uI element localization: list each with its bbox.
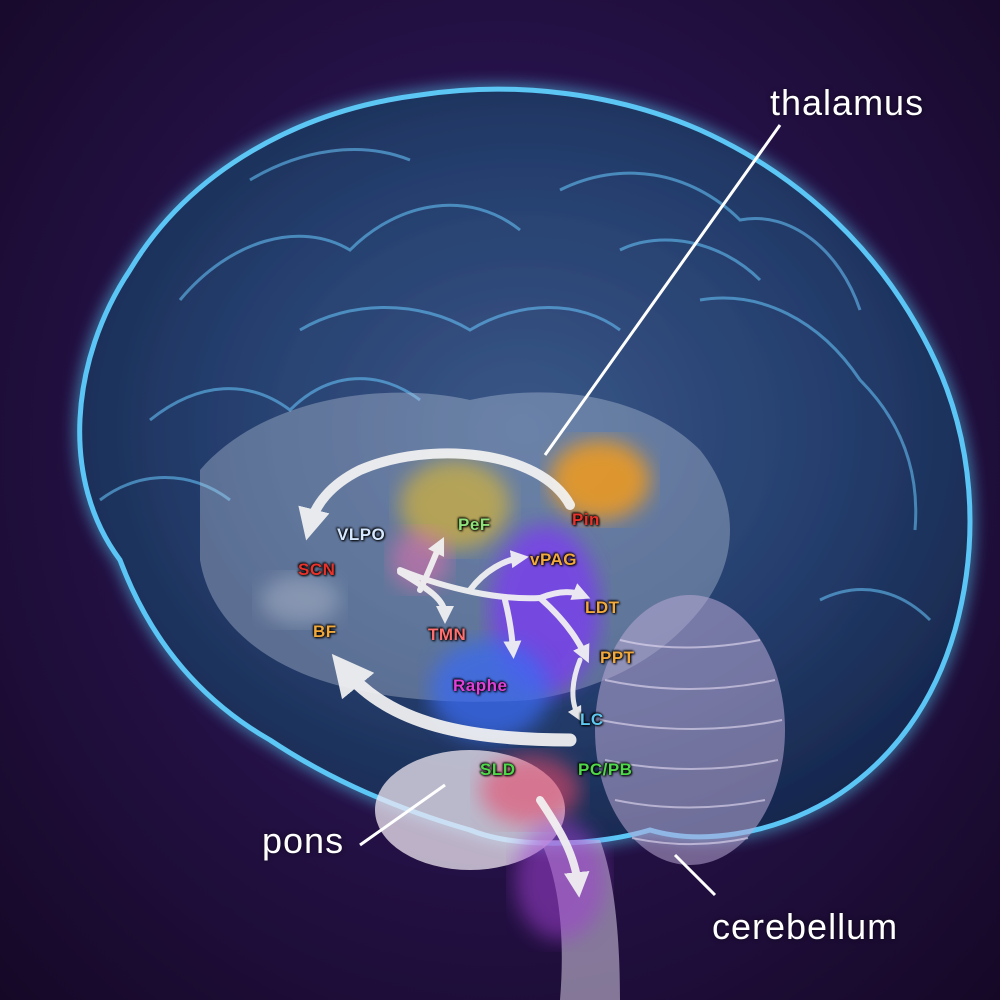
nucleus-ppt: PPT (600, 648, 635, 667)
arrow-pons-to-bf (331, 653, 577, 747)
arrow-to-lc (567, 657, 583, 722)
pons-leader (359, 783, 446, 847)
gyri-lines (99, 148, 932, 622)
leader-lines (359, 124, 782, 897)
nucleus-pef: PeF (458, 515, 491, 534)
arrow-to-ppt (537, 595, 590, 664)
arrow-branch-main (397, 567, 543, 602)
label-thalamus: thalamus (770, 82, 925, 123)
nucleus-pcpb: PC/PB (578, 760, 633, 779)
nucleus-vlpo: VLPO (337, 525, 386, 544)
nucleus-pin: Pin (572, 510, 600, 529)
arrow-to-ldt (537, 583, 591, 601)
label-cerebellum: cerebellum (712, 906, 899, 947)
cerebellum-leader (673, 853, 717, 897)
nucleus-tmn: TMN (428, 625, 467, 644)
nucleus-ldt: LDT (585, 598, 620, 617)
nucleus-sld: SLD (480, 760, 516, 779)
arrow-sld-down (536, 796, 590, 898)
pathway-arrows (298, 448, 591, 898)
arrow-to-raphe (502, 597, 522, 659)
label-pons: pons (262, 820, 345, 861)
arrow-to-tmn (397, 569, 454, 624)
arrow-pin-to-scn (298, 448, 575, 541)
nucleus-raphe: Raphe (453, 676, 508, 695)
arrow-to-vpag (467, 550, 529, 593)
nucleus-vpag: vPAG (530, 550, 578, 569)
nucleus-lc: LC (580, 710, 604, 729)
nucleus-scn: SCN (298, 560, 336, 579)
cerebellum-shape (595, 595, 785, 865)
nucleus-bf: BF (313, 622, 337, 641)
thalamus-leader (543, 124, 782, 456)
